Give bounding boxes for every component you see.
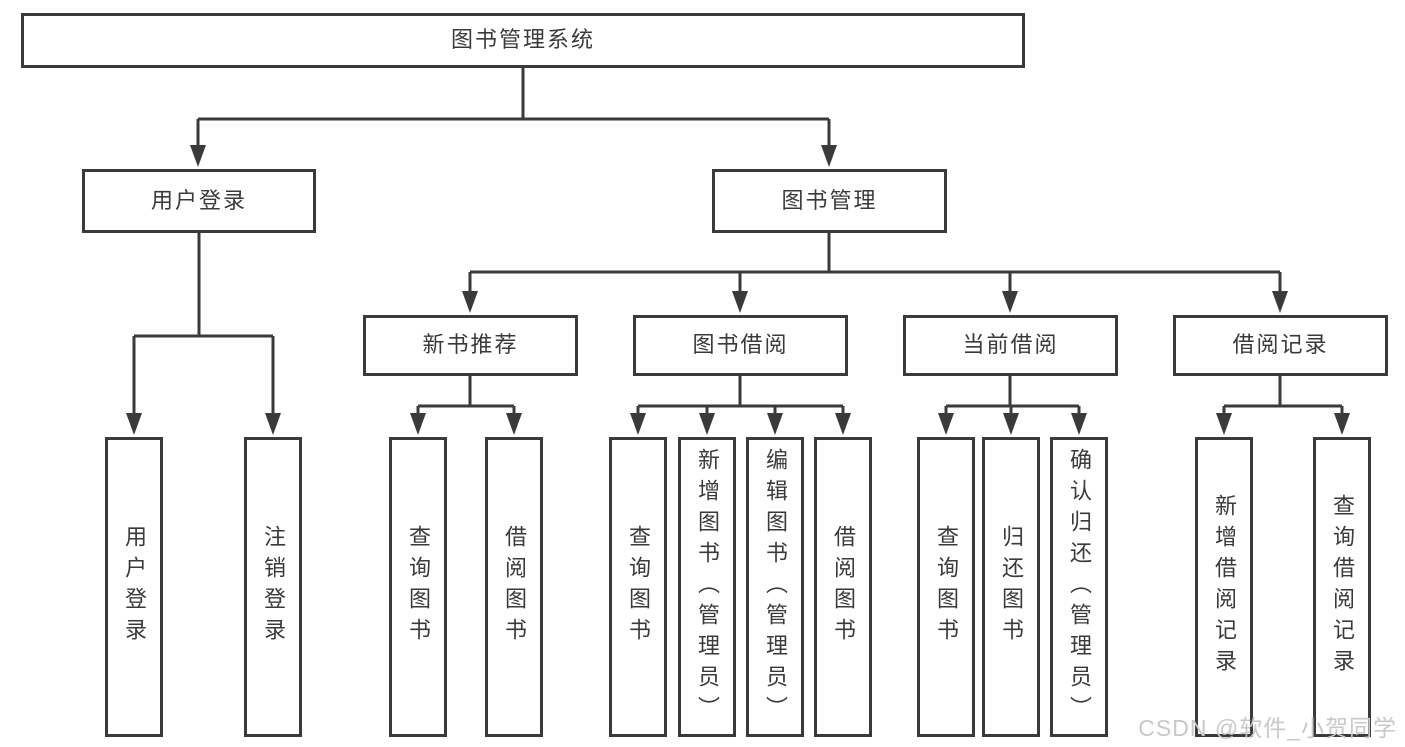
leaf-query-books-rec: 查询图书: [389, 437, 447, 737]
leaf-logout: 注销登录: [244, 437, 302, 737]
leaf-user-login: 用户登录: [105, 437, 163, 737]
leaf-query-books-borrow: 查询图书: [609, 437, 667, 737]
node-user-login: 用户登录: [82, 169, 316, 233]
leaf-add-books-admin: 新增图书（管理员）: [678, 437, 736, 737]
leaf-edit-books-admin: 编辑图书（管理员）: [746, 437, 804, 737]
connector-book-borrow-to-children: [630, 376, 851, 435]
node-book-management: 图书管理: [712, 169, 947, 233]
node-borrowing-records: 借阅记录: [1173, 315, 1388, 376]
leaf-query-borrow-record: 查询借阅记录: [1313, 437, 1371, 737]
leaf-borrow-books-rec: 借阅图书: [485, 437, 543, 737]
connector-current-borrow-to-children: [938, 376, 1087, 435]
leaf-confirm-return-admin: 确认归还（管理员）: [1050, 437, 1108, 737]
leaf-return-books: 归还图书: [982, 437, 1040, 737]
connector-new-book-rec-to-children: [410, 376, 522, 435]
connector-root-to-level2: [190, 68, 837, 167]
node-book-borrowing: 图书借阅: [633, 315, 848, 376]
leaf-add-borrow-record: 新增借阅记录: [1195, 437, 1253, 737]
connector-book-management-to-level3: [462, 233, 1288, 313]
connector-user-login-to-children: [126, 233, 281, 435]
leaf-query-books-current: 查询图书: [917, 437, 975, 737]
connector-borrow-records-to-children: [1216, 376, 1350, 435]
node-library-management-system: 图书管理系统: [21, 13, 1025, 68]
leaf-borrow-books: 借阅图书: [814, 437, 872, 737]
node-new-book-recommendation: 新书推荐: [363, 315, 578, 376]
node-current-borrowing: 当前借阅: [903, 315, 1118, 376]
watermark: CSDN @软件_小贺同学: [1138, 715, 1397, 741]
